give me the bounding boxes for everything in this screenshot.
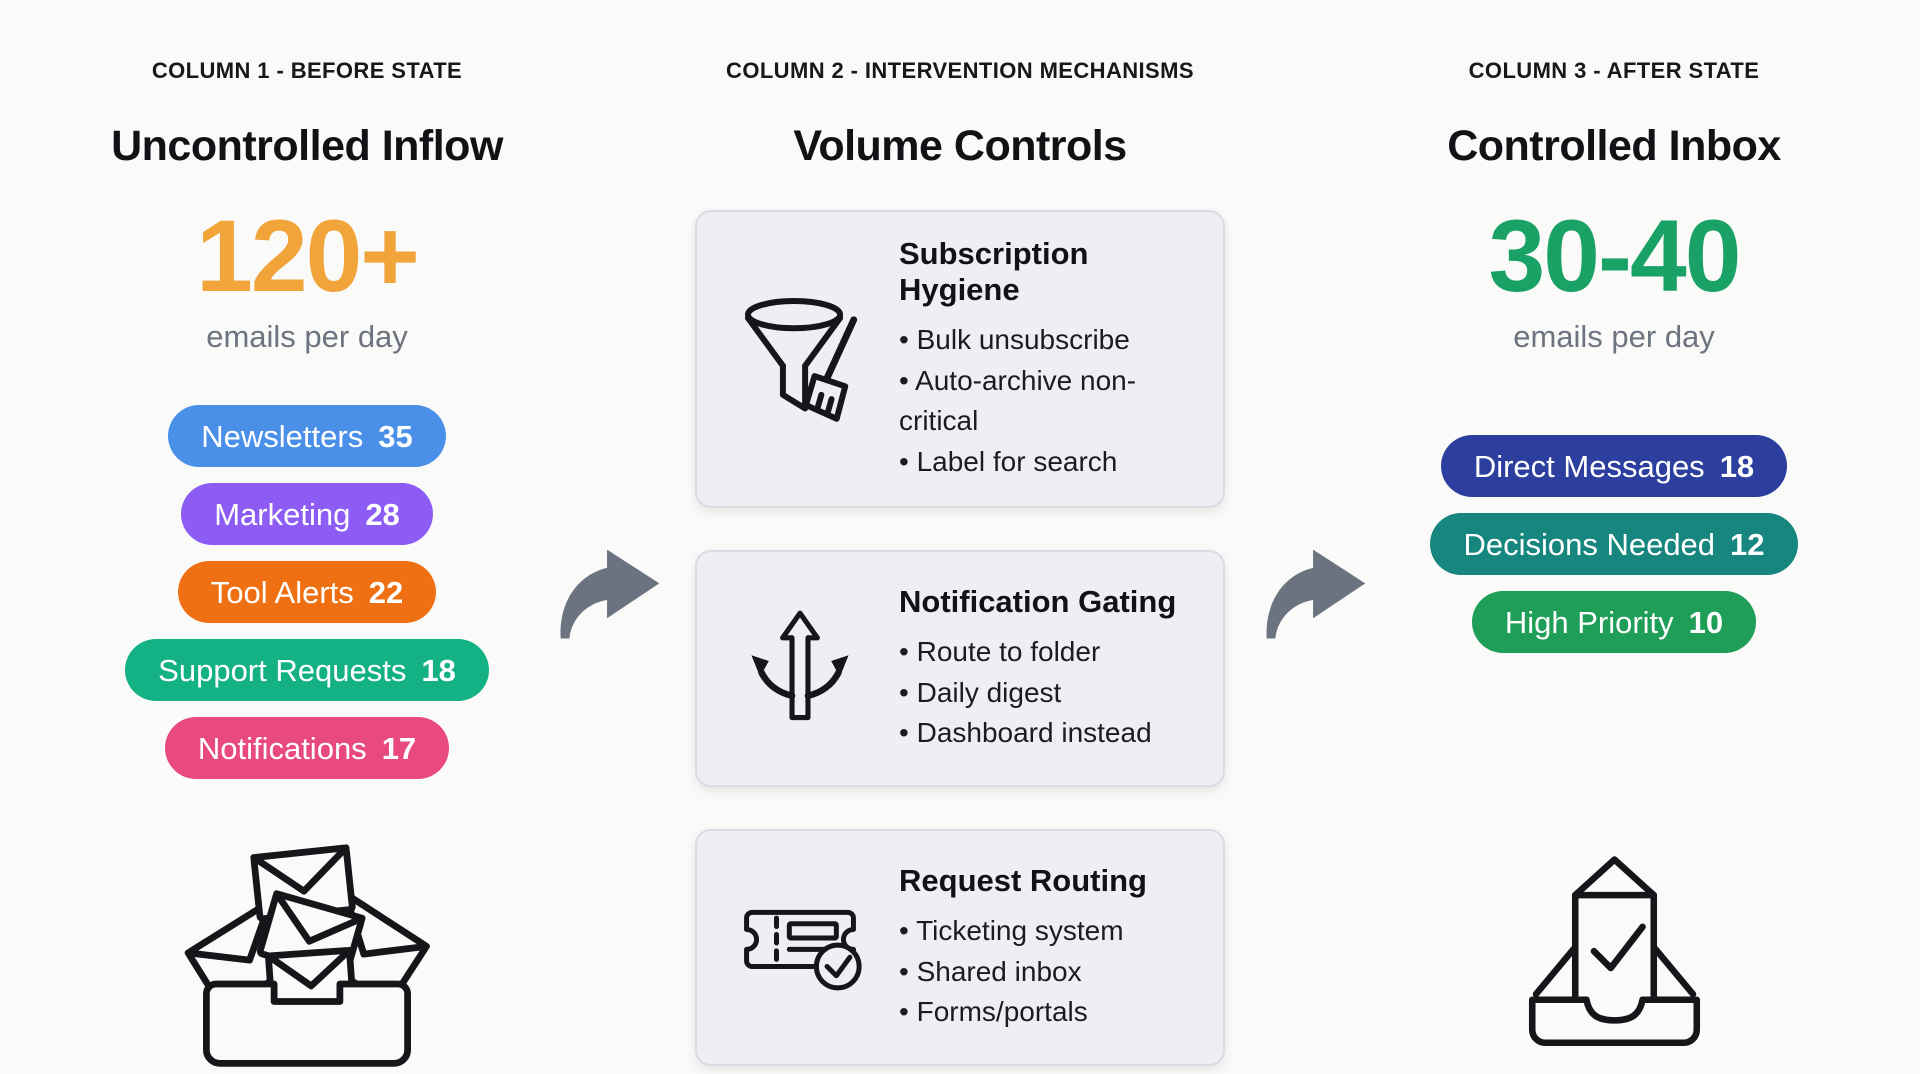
after-title: Controlled Inbox: [1447, 122, 1781, 170]
before-column: COLUMN 1 - BEFORE STATE Uncontrolled Inf…: [42, 0, 572, 1074]
card-title: Subscription Hygiene: [899, 236, 1089, 307]
card-bullets: Route to folder Daily digest Dashboard i…: [899, 632, 1176, 754]
interventions-kicker: COLUMN 2 - INTERVENTION MECHANISMS: [726, 58, 1194, 83]
pill-support-requests: Support Requests 18: [125, 639, 489, 701]
card-bullets: Ticketing system Shared inbox Forms/port…: [899, 911, 1147, 1033]
pill-tool-alerts: Tool Alerts 22: [177, 561, 437, 623]
card-title: Request Routing: [899, 862, 1147, 898]
pill-label: Marketing: [214, 496, 351, 532]
pill-label: Direct Messages: [1473, 448, 1705, 484]
card-bullet: Daily digest: [899, 673, 1176, 714]
flow-arrow-interventions-to-after: [1266, 549, 1366, 639]
card-body: Request Routing Ticketing system Shared …: [899, 863, 1147, 1033]
after-metric-value: 30-40: [1488, 199, 1742, 313]
pill-label: Tool Alerts: [210, 574, 354, 610]
card-bullet: Auto-archive non-critical: [899, 361, 1195, 442]
pill-count: 18: [421, 652, 456, 688]
card-bullet: Label for search: [899, 442, 1195, 483]
inbox-check-icon: [1349, 839, 1879, 1054]
pill-label: High Priority: [1504, 604, 1674, 640]
interventions-column: COLUMN 2 - INTERVENTION MECHANISMS Volum…: [650, 0, 1270, 1067]
three-way-arrows-icon: [725, 606, 875, 732]
before-kicker: COLUMN 1 - BEFORE STATE: [151, 58, 463, 83]
pill-count: 17: [381, 730, 417, 766]
pill-notifications: Notifications 17: [164, 717, 450, 779]
pill-label: Notifications: [197, 730, 367, 766]
card-title: Notification Gating: [899, 583, 1177, 619]
card-bullet: Dashboard instead: [899, 713, 1176, 754]
after-metric-unit: emails per day: [1513, 319, 1715, 354]
intervention-card-list: Subscription Hygiene Bulk unsubscribe Au…: [650, 210, 1270, 1067]
pill-count: 35: [378, 418, 413, 454]
after-pill-list: Direct Messages 18 Decisions Needed 12 H…: [1349, 435, 1879, 653]
ticket-check-icon: [725, 891, 875, 1005]
pill-marketing: Marketing 28: [181, 483, 433, 545]
before-title: Uncontrolled Inflow: [111, 122, 503, 170]
card-bullet: Ticketing system: [899, 911, 1147, 952]
pill-count: 12: [1730, 526, 1765, 562]
card-bullet: Route to folder: [899, 632, 1176, 673]
after-kicker: COLUMN 3 - AFTER STATE: [1468, 58, 1760, 83]
before-metric-unit: emails per day: [206, 319, 408, 354]
before-metric-value: 120+: [196, 199, 420, 313]
pill-label: Decisions Needed: [1463, 526, 1716, 562]
card-bullet: Shared inbox: [899, 952, 1147, 993]
pill-label: Newsletters: [201, 418, 364, 454]
card-request-routing: Request Routing Ticketing system Shared …: [695, 829, 1225, 1067]
before-pill-list: Newsletters 35 Marketing 28 Tool Alerts …: [42, 405, 572, 779]
pill-decisions-needed: Decisions Needed 12: [1430, 513, 1798, 575]
flow-arrow-before-to-interventions: [560, 549, 660, 639]
card-notification-gating: Notification Gating Route to folder Dail…: [695, 550, 1225, 788]
overflowing-inbox-icon: [42, 837, 572, 1074]
card-bullets: Bulk unsubscribe Auto-archive non-critic…: [899, 320, 1195, 482]
card-bullet: Forms/portals: [899, 992, 1147, 1033]
pill-high-priority: High Priority 10: [1471, 591, 1757, 653]
after-column: COLUMN 3 - AFTER STATE Controlled Inbox …: [1349, 0, 1879, 1054]
pill-label: Support Requests: [158, 652, 407, 688]
pill-count: 10: [1688, 604, 1724, 640]
funnel-broom-icon: [725, 289, 875, 429]
card-body: Notification Gating Route to folder Dail…: [899, 584, 1176, 754]
pill-newsletters: Newsletters 35: [168, 405, 446, 467]
pill-count: 22: [368, 574, 404, 610]
card-body: Subscription Hygiene Bulk unsubscribe Au…: [899, 236, 1195, 482]
card-bullet: Bulk unsubscribe: [899, 320, 1195, 361]
pill-count: 28: [365, 496, 400, 532]
pill-count: 18: [1719, 448, 1755, 484]
interventions-title: Volume Controls: [793, 122, 1127, 170]
pill-direct-messages: Direct Messages 18: [1440, 435, 1788, 497]
card-subscription-hygiene: Subscription Hygiene Bulk unsubscribe Au…: [695, 210, 1225, 509]
